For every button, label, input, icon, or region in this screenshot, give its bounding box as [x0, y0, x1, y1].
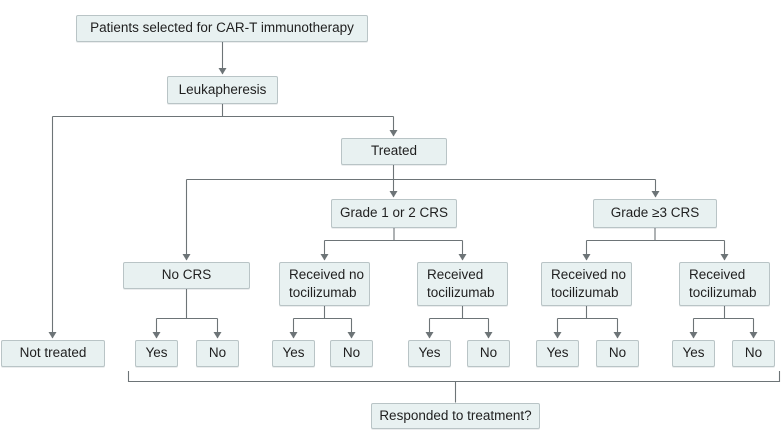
connector-outcome-bracket [127, 371, 781, 383]
node-received-tocilizumab-1: Received tocilizumab [417, 262, 508, 306]
connector-no-crs-split [156, 289, 218, 320]
node-yes-1: Yes [135, 340, 178, 367]
connector-leukapheresis-split [52, 104, 394, 118]
connector-toci-1-split [429, 306, 489, 320]
node-grade-1-2-crs: Grade 1 or 2 CRS [331, 199, 457, 228]
node-received-no-tocilizumab-2: Received no tocilizumab [541, 262, 632, 306]
connector-no-toci-1-split [293, 306, 352, 320]
node-yes-4: Yes [536, 340, 579, 367]
connector-treated-split [186, 165, 656, 181]
node-received-tocilizumab-2: Received tocilizumab [679, 262, 770, 306]
connector-no-toci-2-split [557, 306, 618, 320]
node-no-1: No [196, 340, 239, 367]
node-received-no-tocilizumab-1: Received no tocilizumab [279, 262, 370, 306]
node-no-4: No [596, 340, 639, 367]
node-no-crs: No CRS [123, 262, 250, 289]
node-yes-2: Yes [272, 340, 315, 367]
node-grade-ge3-crs: Grade ≥3 CRS [593, 199, 717, 228]
connector-grade-1-2-split [324, 228, 463, 242]
connector-grade-3plus-split [586, 228, 725, 242]
node-treated: Treated [341, 138, 447, 165]
node-patients-selected: Patients selected for CAR-T immunotherap… [76, 15, 368, 42]
node-responded-to-treatment: Responded to treatment? [371, 403, 540, 429]
connector-toci-2-split [693, 306, 754, 320]
node-no-5: No [732, 340, 775, 367]
node-yes-5: Yes [672, 340, 715, 367]
node-yes-3: Yes [408, 340, 451, 367]
node-not-treated: Not treated [1, 340, 105, 367]
node-leukapheresis: Leukapheresis [167, 76, 278, 104]
node-no-2: No [330, 340, 373, 367]
node-no-3: No [467, 340, 510, 367]
